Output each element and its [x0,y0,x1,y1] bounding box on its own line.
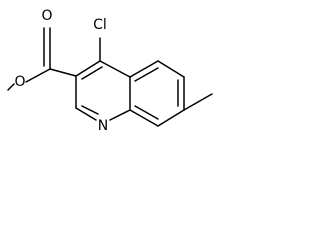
bond-c7-c8 [157,109,185,127]
bond-c7-methyl [183,93,213,111]
atom-labels: Cl O O N [14,8,108,134]
structure-svg: Cl O O N [7,8,213,134]
carbonyl-oxygen-label: O [41,8,52,24]
bond-c4a-c5-inner [134,67,159,82]
bond-o-carbonylc [25,68,51,83]
nitrogen-label: N [98,118,108,134]
bond-c3-c4 [75,60,101,77]
bond-carbonylc-c3 [49,68,77,77]
bond-n-c2-inner [81,105,99,115]
bond-c5-c6 [157,60,185,78]
bond-c4a-c5 [129,60,159,78]
bond-c4-c4a [99,60,131,78]
bond-c8-c8a-inner [134,105,159,120]
bond-c8-c8a [129,109,159,127]
bonds [7,27,213,127]
bond-n-c2 [75,107,97,121]
bond-c3-c4-inner [81,66,103,80]
chlorine-label: Cl [93,17,107,33]
molecule-diagram: Cl O O N [0,0,254,136]
ether-oxygen-label: O [14,74,25,90]
bond-c8a-n [109,109,131,121]
bond-methyl-o [7,83,15,91]
